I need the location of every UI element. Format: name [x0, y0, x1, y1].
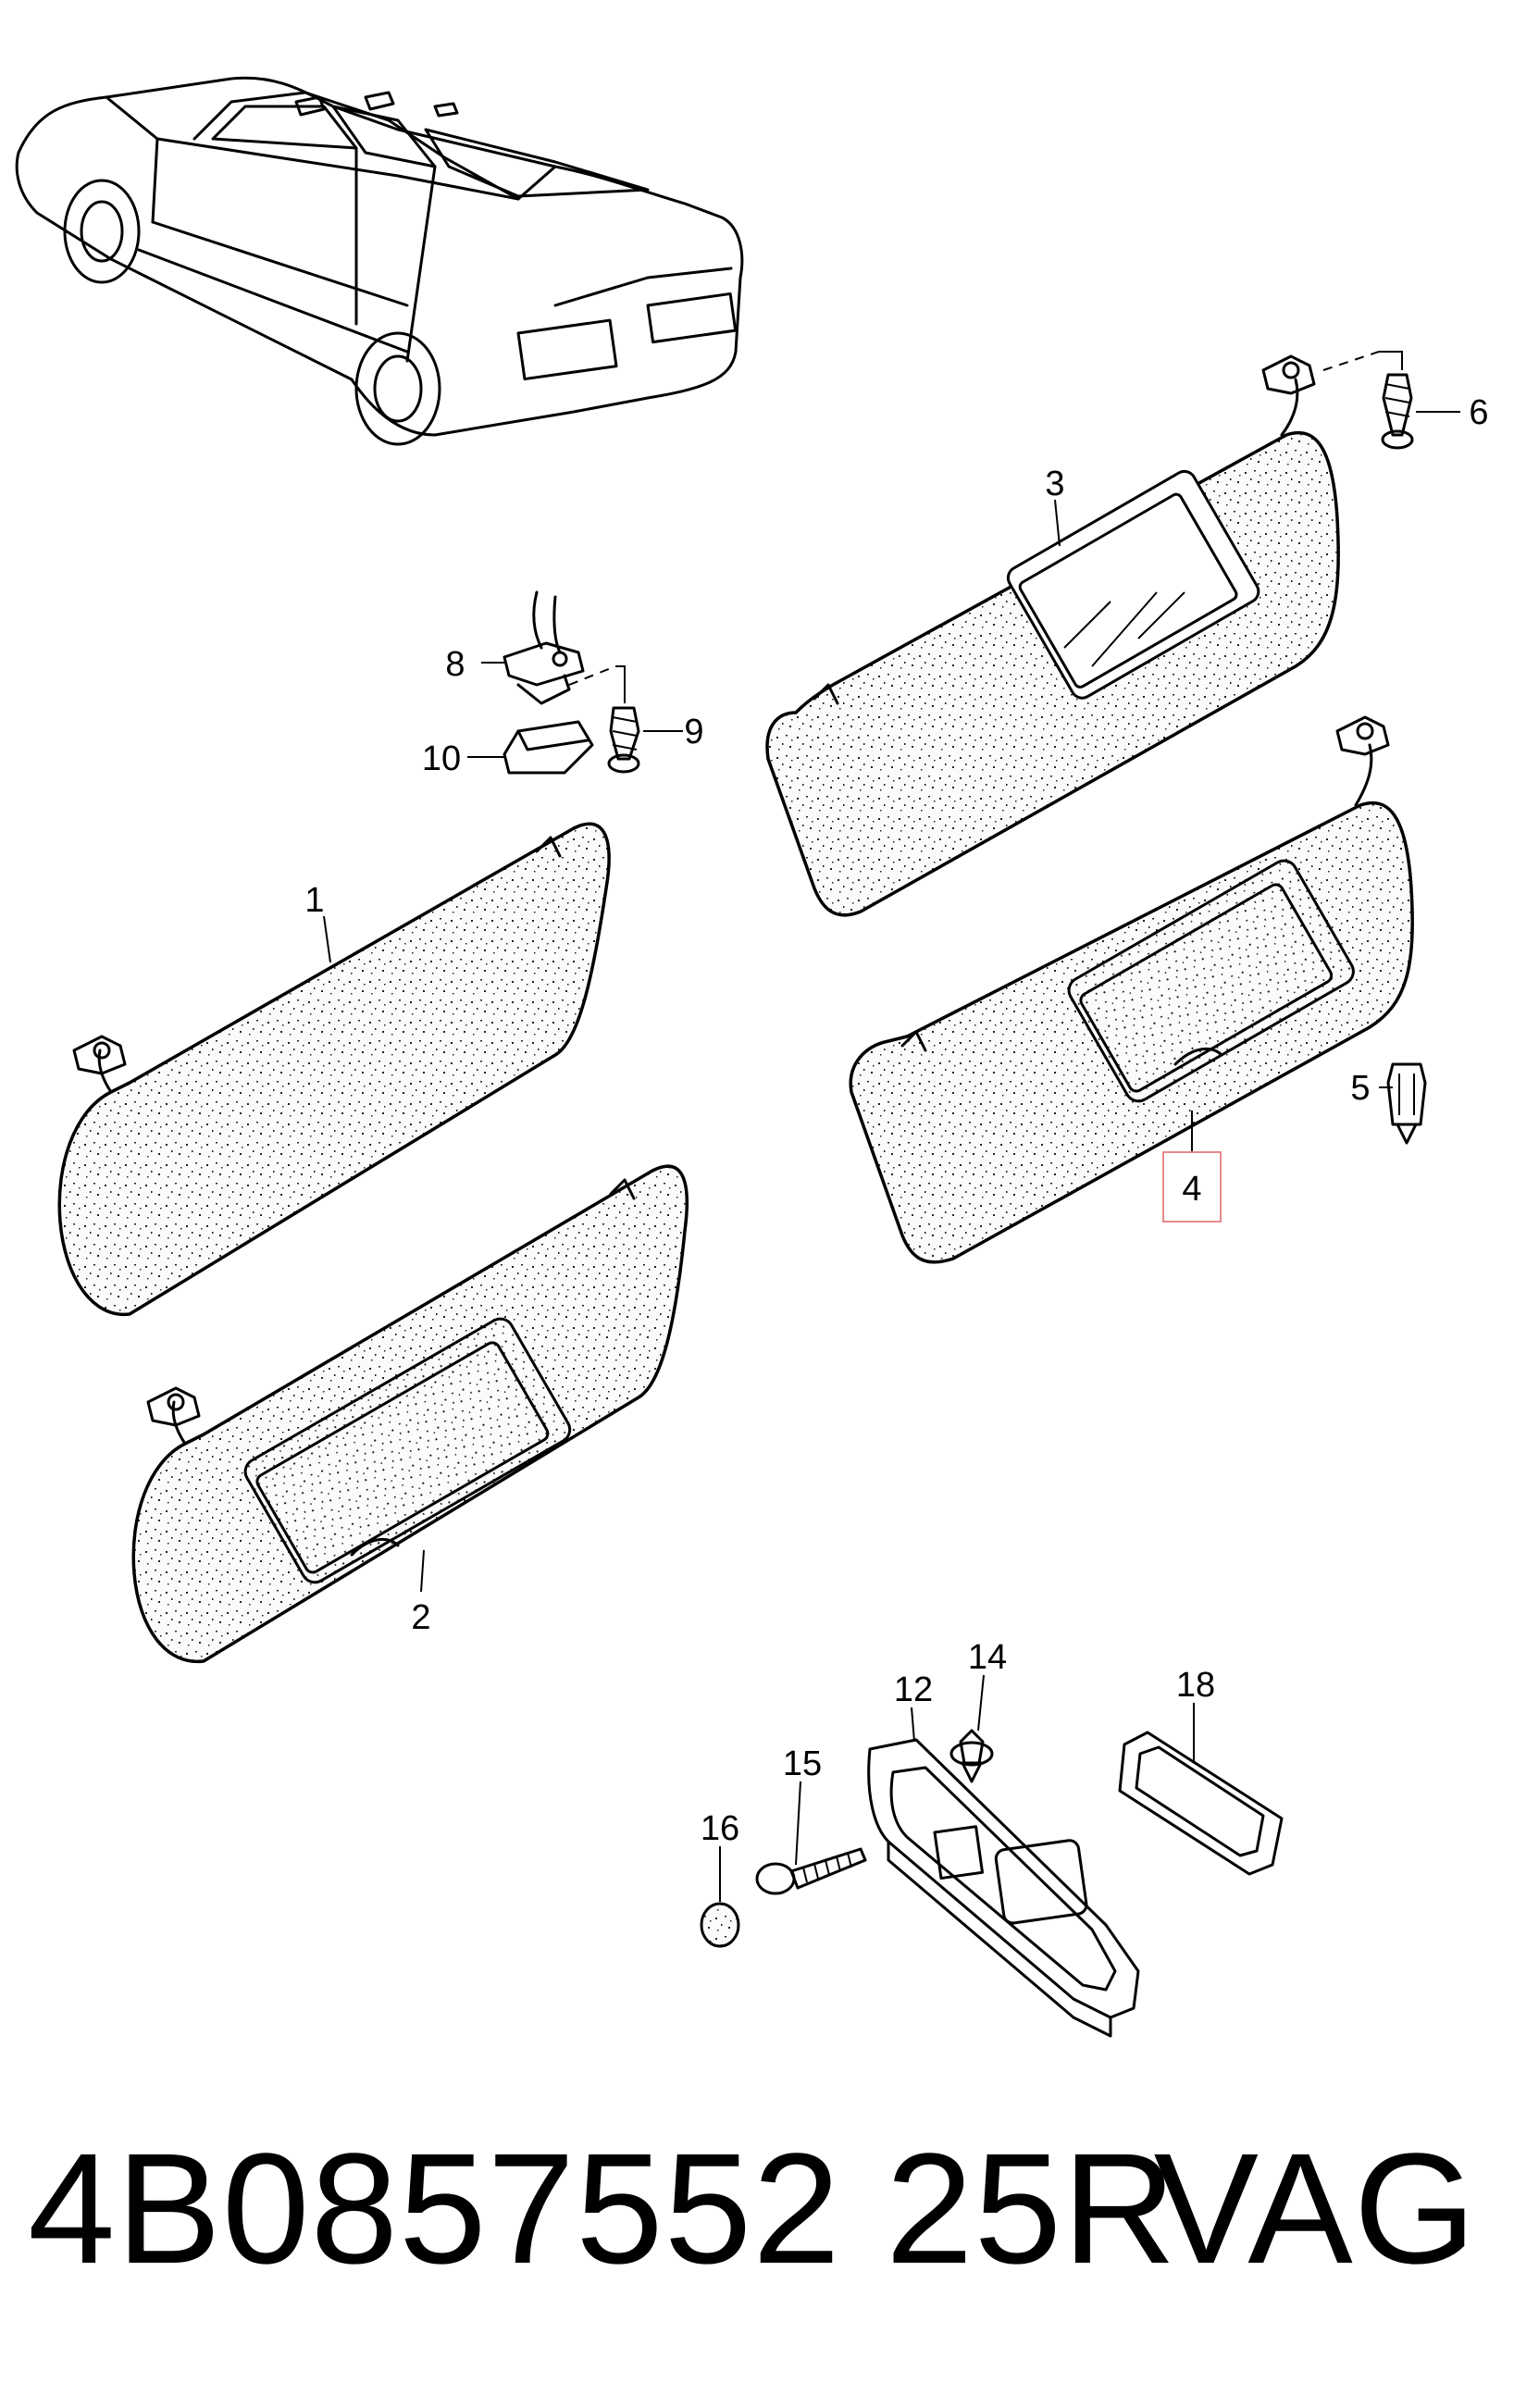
part-2-sun-visor-left-mirror	[131, 1164, 689, 1664]
part-8-mount-bracket	[503, 590, 585, 705]
car-illustration	[15, 76, 744, 446]
part-number: 4B0857552 25R	[28, 2121, 1177, 2297]
part-3-sun-visor-right-mirror	[765, 354, 1340, 917]
part-10-cover-cap	[503, 720, 594, 775]
part-18-lens	[1118, 1731, 1284, 1876]
callout-9: 9	[684, 713, 703, 751]
part-14-clip	[949, 1729, 994, 1783]
part-5-bulb	[1386, 1062, 1427, 1145]
part-6-screw	[1322, 351, 1414, 450]
callout-2: 2	[411, 1598, 430, 1637]
callout-16: 16	[701, 1809, 739, 1848]
callout-8: 8	[445, 645, 465, 684]
brand-label: VAG	[1154, 2121, 1477, 2297]
callout-5: 5	[1350, 1069, 1370, 1108]
part-4-sun-visor-right-illuminated	[849, 715, 1414, 1264]
callout-18: 18	[1176, 1666, 1215, 1705]
callout-15: 15	[783, 1744, 822, 1783]
footer: 4B0857552 25R VAG	[28, 2121, 1477, 2297]
callout-10: 10	[422, 739, 461, 778]
part-9-screw	[568, 665, 640, 774]
callout-3: 3	[1045, 465, 1064, 503]
callout-6: 6	[1469, 393, 1488, 432]
callout-12: 12	[894, 1670, 933, 1709]
part-12-mirror-frame	[867, 1738, 1140, 2038]
part-15-screw	[755, 1847, 867, 1895]
part-1-sun-visor-left	[57, 822, 611, 1317]
callout-labels: 1 2 3 4 5 6 8 9 10 12 14 15 16 18	[304, 393, 1488, 1848]
callout-4: 4	[1182, 1170, 1201, 1209]
callout-14: 14	[968, 1638, 1007, 1677]
callout-1: 1	[304, 881, 324, 920]
leader-lines	[323, 411, 1460, 1902]
callout-4-highlight-box	[1162, 1151, 1222, 1223]
part-16-cap	[700, 1902, 740, 1948]
